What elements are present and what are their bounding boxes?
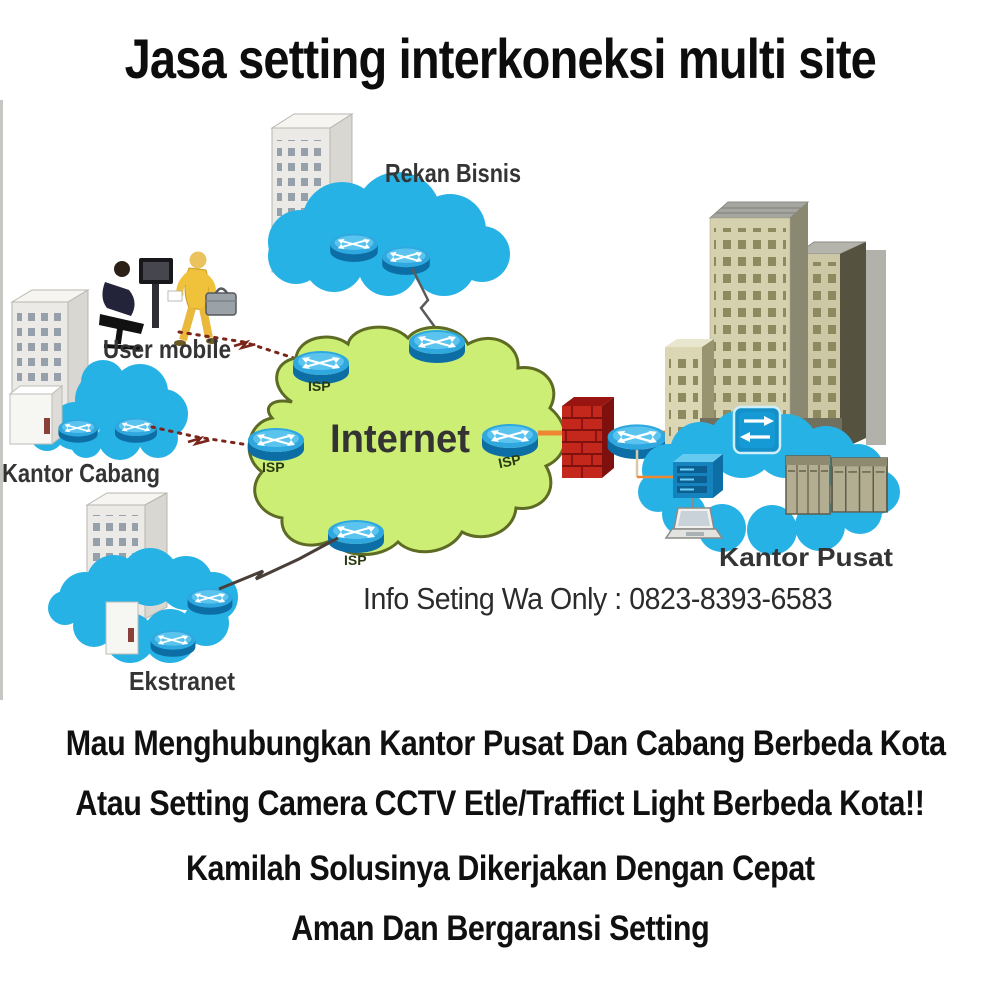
isp-label-left: ISP (262, 459, 285, 475)
person-standing (167, 251, 237, 346)
isp-router-left (246, 426, 306, 463)
switch-icon (732, 405, 782, 455)
poster-title: Jasa setting interkoneksi multi site (0, 26, 1000, 91)
network-diagram: Rekan Bisnis (0, 100, 1000, 700)
isp-label-right: ISP (497, 451, 522, 471)
label-kantor-pusat: Kantor Pusat (719, 542, 893, 572)
internet-cloud (247, 325, 567, 556)
link-ekstranet-internet (218, 536, 339, 591)
footer-text: Mau Menghubungkan Kantor Pusat Dan Caban… (0, 712, 1000, 1000)
isp-router-bottom (326, 518, 386, 555)
footer-line-2: Atau Setting Camera CCTV Etle/Traffict L… (75, 784, 925, 823)
info-contact-line: Info Seting Wa Only : 0823-8393-6583 (363, 581, 833, 616)
label-kantor-cabang: Kantor Cabang (2, 458, 160, 488)
footer-line-1: Mau Menghubungkan Kantor Pusat Dan Caban… (65, 724, 946, 763)
lightning-user-mobile (232, 339, 257, 351)
label-ekstranet: Ekstranet (129, 666, 235, 696)
isp-router-top (407, 328, 467, 365)
firewall (562, 397, 614, 478)
label-user-mobile: User mobile (103, 334, 231, 364)
label-rekan-bisnis: Rekan Bisnis (385, 158, 521, 188)
dashed-link-kantor-cabang (150, 425, 264, 449)
link-rekan-internet (410, 267, 439, 331)
ekstranet-device (105, 601, 139, 655)
label-internet: Internet (330, 417, 470, 461)
isp-label-bottom: ISP (344, 552, 367, 568)
diagram-canvas: Rekan Bisnis (0, 100, 900, 700)
kantor-cabang-device (8, 384, 64, 446)
left-border-line (0, 100, 3, 700)
footer-line-4: Aman Dan Bergaransi Setting (290, 909, 710, 948)
poster-title-text: Jasa setting interkoneksi multi site (124, 27, 876, 90)
server-racks (785, 455, 888, 515)
laptop-icon (664, 507, 724, 539)
footer-line-3: Kamilah Solusinya Dikerjakan Dengan Cepa… (185, 849, 815, 888)
person-sitting (99, 258, 173, 350)
isp-label-top-left: ISP (308, 378, 331, 394)
server-blue (673, 454, 723, 498)
